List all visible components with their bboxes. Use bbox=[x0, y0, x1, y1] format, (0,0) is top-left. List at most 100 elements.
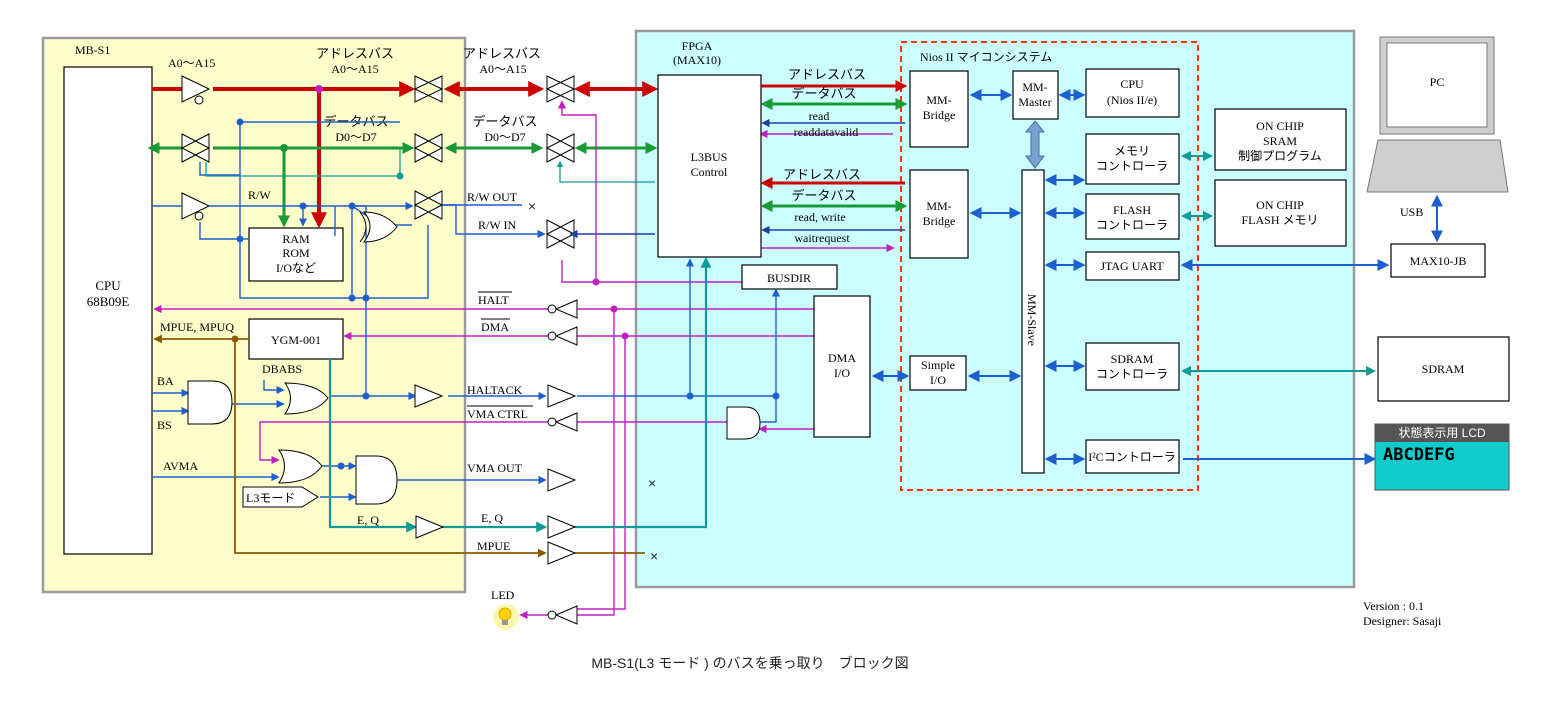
onchip-sram-label2: SRAM bbox=[1263, 134, 1297, 148]
dbabs-label: DBABS bbox=[262, 362, 302, 376]
addr-transceiver-mbs1 bbox=[413, 75, 444, 103]
mm-master-label: MM- bbox=[1022, 80, 1047, 94]
jtag-label: JTAG UART bbox=[1100, 259, 1164, 273]
ctrl-grid-1 bbox=[239, 121, 429, 299]
onchip-flash-label1: ON CHIP bbox=[1256, 198, 1304, 212]
sdram-ctrl-label2: コントローラ bbox=[1096, 367, 1168, 381]
mm-slave bbox=[1021, 169, 1045, 474]
rw-out-terminator: × bbox=[528, 198, 536, 214]
eq-out-label: E, Q bbox=[481, 511, 503, 525]
sdram-ctrl-label: SDRAM bbox=[1111, 352, 1154, 366]
fpga-title: FPGA bbox=[682, 39, 713, 53]
dma-io-block bbox=[813, 295, 871, 438]
lcd-display bbox=[1374, 423, 1510, 491]
control-label: Control bbox=[691, 165, 728, 179]
fpga-addr-bus-label-1: アドレスバス bbox=[788, 67, 866, 82]
ram-label: RAM bbox=[282, 232, 310, 246]
dma-label: DMA bbox=[481, 320, 509, 334]
designer-label: Designer: Sasaji bbox=[1363, 614, 1442, 628]
link-data-bus-title: データバス bbox=[472, 114, 537, 129]
haltack-out-buffer bbox=[547, 384, 577, 408]
master-slave-arrow bbox=[1024, 120, 1046, 169]
data-transceiver-1 bbox=[180, 133, 211, 163]
vma-and-gate bbox=[355, 455, 398, 505]
link-addr-bus-title: アドレスバス bbox=[463, 46, 541, 61]
mm-master bbox=[1012, 70, 1059, 120]
addr-transceiver-link bbox=[545, 75, 576, 103]
rw-in-label: R/W IN bbox=[478, 218, 516, 232]
rw-out-label: R/W OUT bbox=[467, 190, 518, 204]
bs-label: BS bbox=[157, 418, 172, 432]
simple-io-label: Simple bbox=[921, 358, 955, 372]
dbabs-or-gate bbox=[284, 382, 329, 415]
ram-rom-io-block bbox=[248, 227, 344, 282]
ba-bs-and-gate bbox=[187, 380, 233, 425]
haltack-label: HALTACK bbox=[467, 383, 523, 397]
data-junction bbox=[280, 144, 288, 152]
dma-buffer bbox=[547, 326, 578, 346]
eq-out-buffer bbox=[547, 515, 577, 539]
onchip-flash-label2: FLASH メモリ bbox=[1241, 213, 1318, 227]
mm-bridge-2-label: MM- bbox=[926, 199, 951, 213]
mm-master-label2: Master bbox=[1018, 95, 1051, 109]
nios-cpu-sub: (Nios II/e) bbox=[1107, 93, 1157, 107]
fpga-subtitle: (MAX10) bbox=[673, 53, 721, 67]
cpu-model: 68B09E bbox=[87, 294, 130, 309]
onchip-sram-label3: 制御プログラム bbox=[1238, 148, 1322, 163]
addr-junction bbox=[315, 85, 323, 93]
fpga-data-bus-label-2: データバス bbox=[791, 188, 856, 203]
onchip-sram-label1: ON CHIP bbox=[1256, 119, 1304, 133]
eq-line bbox=[328, 359, 418, 533]
diagram-caption: MB-S1(L3 モード ) のバスを乗っ取り ブロック図 bbox=[591, 655, 908, 671]
mbs1-title: MB-S1 bbox=[75, 43, 110, 57]
haltack-buffer bbox=[414, 384, 444, 408]
led-label: LED bbox=[491, 588, 515, 602]
fpga-addr-bus-label-2: アドレスバス bbox=[783, 167, 861, 182]
mm-bridge-2 bbox=[909, 169, 969, 259]
data-transceiver-mbs1 bbox=[413, 133, 444, 163]
ba-label: BA bbox=[157, 374, 174, 388]
nios-title: Nios II マイコンシステム bbox=[920, 50, 1052, 64]
xor-gate bbox=[359, 211, 398, 243]
vma-ctrl-buffer bbox=[547, 412, 578, 432]
memory-controller bbox=[1085, 133, 1180, 185]
pc-icon bbox=[1366, 36, 1509, 193]
halt-label: HALT bbox=[478, 293, 510, 307]
sdram-block bbox=[1377, 336, 1510, 402]
data-transceiver-link bbox=[545, 133, 576, 163]
lcd-text: ABCDEFG bbox=[1383, 445, 1455, 465]
mem-ctrl-label2: コントローラ bbox=[1096, 159, 1168, 173]
fpga-readwrite-label: read, write bbox=[794, 210, 845, 224]
io-label: I/Oなど bbox=[276, 261, 316, 275]
rom-label: ROM bbox=[282, 246, 310, 260]
mbs1-addr-bus-range: A0～A15 bbox=[331, 62, 378, 76]
avma-label: AVMA bbox=[163, 459, 198, 473]
vma-out-buffer bbox=[547, 468, 577, 492]
fpga-read-label: read bbox=[809, 109, 830, 123]
mpue-buffer bbox=[547, 541, 577, 565]
vma-out-terminator: × bbox=[648, 475, 656, 491]
cpu-label: CPU bbox=[95, 278, 121, 293]
link-addr-bus-range: A0～A15 bbox=[479, 62, 526, 76]
rw-label: R/W bbox=[248, 188, 271, 202]
mpue-terminator: × bbox=[650, 548, 658, 564]
nios-cpu-block bbox=[1085, 68, 1180, 118]
usb-label: USB bbox=[1400, 205, 1423, 219]
fpga-waitrequest-label: waitrequest bbox=[794, 231, 850, 245]
mm-bridge-1 bbox=[909, 70, 969, 148]
mpue-line bbox=[234, 339, 547, 558]
dma-io-label: DMA bbox=[828, 351, 856, 365]
ygm001-label: YGM-001 bbox=[271, 333, 321, 347]
vma-ctrl-label: VMA CTRL bbox=[467, 407, 528, 421]
rw-in-line bbox=[442, 204, 546, 239]
cpu-block bbox=[63, 66, 153, 555]
nios-cpu-label: CPU bbox=[1120, 77, 1144, 91]
led-icon bbox=[493, 604, 519, 630]
fpga-readdatavalid-label: readdatavalid bbox=[794, 125, 859, 139]
addr-pin-label: A0～A15 bbox=[168, 56, 215, 70]
simple-io-label2: I/O bbox=[930, 373, 946, 387]
i2c-controller bbox=[1085, 439, 1180, 474]
mbs1-addr-bus-title: アドレスバス bbox=[316, 46, 394, 61]
simple-io bbox=[909, 355, 967, 391]
mbs1-eq-label: E, Q bbox=[357, 513, 379, 527]
